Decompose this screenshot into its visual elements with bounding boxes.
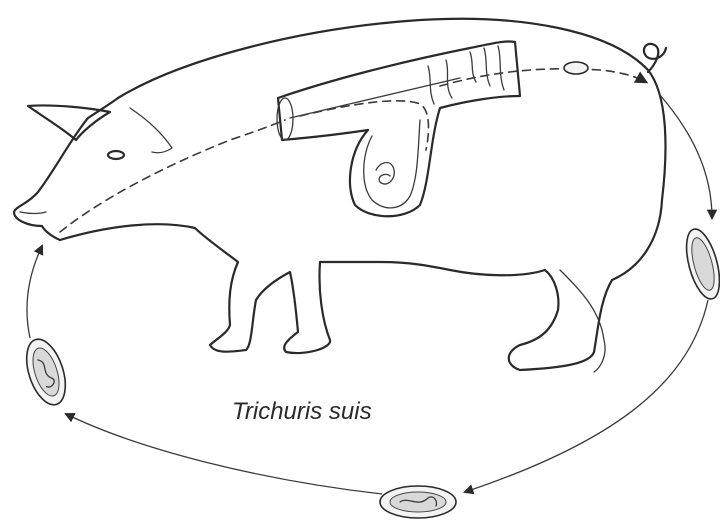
species-name-label: Trichuris suis — [232, 398, 372, 426]
egg-stage-right — [680, 226, 720, 303]
intestine-tube-outer — [278, 41, 520, 216]
cycle-arrow-right — [660, 95, 712, 218]
pig-rear-leg — [560, 270, 605, 372]
worm-inside-intestine — [376, 163, 394, 185]
cycle-arrow-bottom-right — [465, 300, 708, 492]
pig-head-outline — [14, 98, 118, 240]
ingestion-path — [60, 120, 285, 232]
intestine-tube-inner — [290, 78, 460, 208]
egg-stage-bottom — [380, 486, 456, 518]
pig-eye — [108, 151, 124, 159]
exit-path — [440, 69, 646, 86]
pig-ear-fold — [130, 108, 172, 153]
pig-ear — [28, 105, 110, 140]
intestine-cutaway — [277, 41, 520, 216]
egg-stage-left — [19, 334, 72, 409]
intestine-path — [300, 101, 428, 150]
cycle-arrow-left — [27, 246, 42, 338]
cycle-arrow-bottom-left — [66, 414, 382, 494]
egg-in-rectum-icon — [564, 62, 588, 74]
pig-mouth — [20, 212, 46, 214]
